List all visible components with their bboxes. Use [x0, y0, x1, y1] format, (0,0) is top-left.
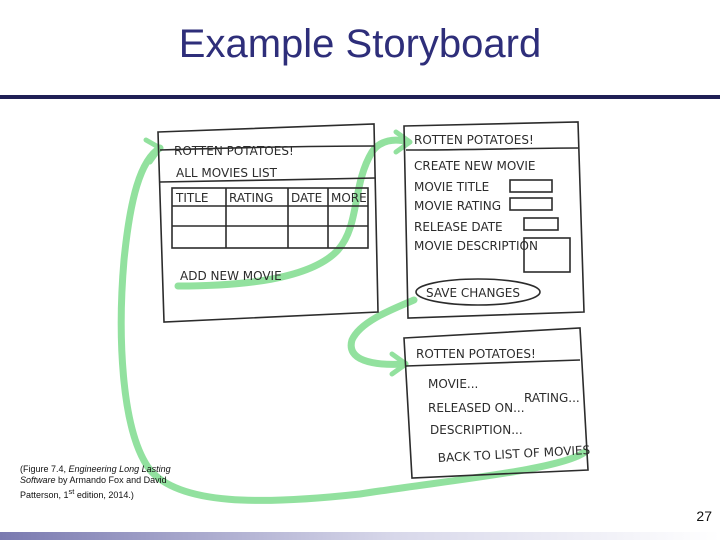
title-input-box	[509, 179, 553, 193]
description-input-box	[523, 237, 571, 273]
field-movie-title: MOVIE TITLE	[414, 180, 489, 194]
save-changes-button-outline	[415, 278, 541, 306]
arrow-save-to-list	[347, 296, 418, 368]
movies-table	[171, 187, 369, 249]
screen-list-frame	[157, 123, 379, 323]
screen-list	[157, 123, 379, 323]
rating-input-box	[509, 197, 553, 211]
screen-create	[403, 121, 585, 319]
screen-list-subtitle: ALL MOVIES LIST	[176, 166, 278, 180]
screen-detail-header: ROTTEN POTATOES!	[416, 347, 536, 361]
table-col-title: TITLE	[175, 191, 208, 205]
field-release-date: RELEASE DATE	[414, 220, 503, 234]
date-input-box	[523, 217, 559, 231]
slide-title: Example Storyboard	[178, 22, 542, 66]
add-new-movie-link[interactable]: ADD NEW MOVIE	[180, 269, 282, 283]
screen-create-frame	[403, 121, 585, 319]
arrow-add-to-create	[174, 136, 412, 290]
screen-detail-frame	[403, 327, 589, 479]
detail-released-on: RELEASED ON...	[428, 401, 525, 415]
arrowhead-list	[143, 137, 163, 165]
figure-caption: (Figure 7.4, Engineering Long Lasting So…	[20, 464, 171, 500]
field-movie-rating: MOVIE RATING	[414, 199, 501, 213]
save-changes-button[interactable]: SAVE CHANGES	[426, 286, 520, 300]
field-movie-description: MOVIE DESCRIPTION	[414, 239, 538, 253]
table-col-rating: RATING	[229, 191, 273, 205]
screen-list-header: ROTTEN POTATOES!	[174, 144, 294, 158]
screen-create-subtitle: CREATE NEW MOVIE	[414, 159, 535, 173]
caption-book-title: Engineering Long Lasting Software	[20, 464, 171, 485]
table-col-date: DATE	[291, 191, 322, 205]
arrowhead-create	[393, 129, 413, 155]
page-number: 27	[696, 508, 712, 524]
arrow-back-to-list	[117, 144, 589, 504]
screen-detail-header-line	[405, 359, 581, 367]
table-col-more: MORE	[331, 191, 367, 205]
screen-list-subtitle-line	[159, 177, 376, 183]
screen-create-header-line	[405, 147, 579, 151]
footer-bar	[0, 532, 720, 540]
detail-description: DESCRIPTION...	[430, 423, 523, 437]
detail-movie: MOVIE...	[428, 377, 478, 391]
screen-create-header: ROTTEN POTATOES!	[414, 133, 534, 147]
screen-detail	[403, 327, 589, 479]
detail-rating: RATING...	[524, 391, 580, 405]
title-divider	[0, 95, 720, 99]
flow-arrows	[117, 129, 589, 504]
screen-list-header-line	[159, 145, 376, 151]
